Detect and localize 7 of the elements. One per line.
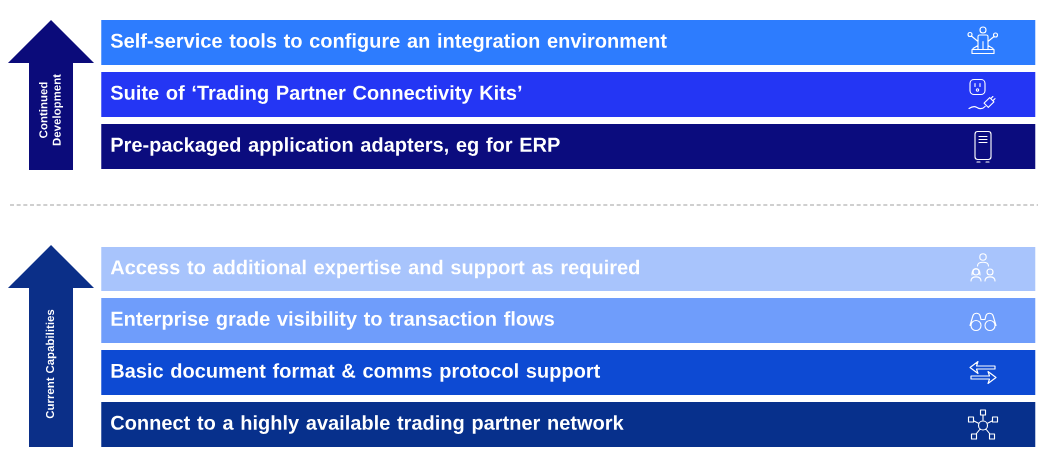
text-bar: Connect to a highly available trading partner network <box>101 402 1036 447</box>
text-bar: Suite of ‘Trading Partner Connectivity Kits’ <box>101 72 1036 117</box>
text-bar: Access to additional expertise and support as required <box>101 247 1036 291</box>
text-bar: Basic document format & comms protocol support <box>101 350 1036 395</box>
text-bar: Self-service tools to configure an integration environment <box>101 20 1036 65</box>
text-bar: Pre-packaged application adapters, eg for ERP <box>101 124 1036 169</box>
text-bar: Enterprise grade visibility to transaction flows <box>101 298 1036 343</box>
